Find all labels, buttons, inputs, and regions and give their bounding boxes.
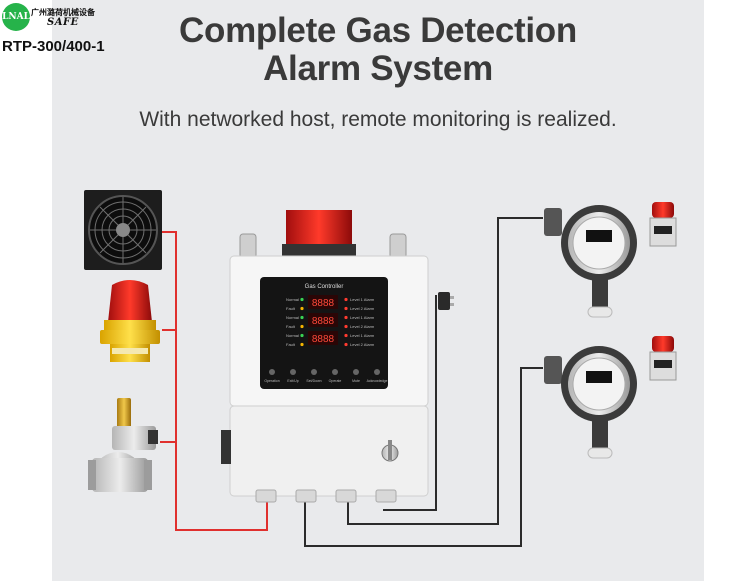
power-plug: [438, 292, 454, 310]
alarm-led: [344, 315, 348, 320]
alarm-led: [344, 324, 348, 329]
gas-detector-1: [544, 202, 677, 318]
status-led: [300, 315, 304, 320]
alarm-row-label: Level 2 Alarm: [350, 342, 375, 347]
status-row-label: Fault: [286, 342, 296, 347]
controller-button-label: Operation: [264, 379, 279, 383]
controller-button-label: Mute: [352, 379, 360, 383]
status-led: [300, 333, 304, 338]
subtitle: With networked host, remote monitoring i…: [139, 108, 617, 131]
controller-button[interactable]: [290, 369, 296, 375]
status-led: [300, 306, 304, 311]
solenoid-valve: [88, 398, 158, 492]
alarm-led: [344, 297, 348, 302]
alarm-row-label: Level 2 Alarm: [350, 306, 375, 311]
brand-logo: LNAL: [2, 3, 30, 31]
controller-button-label: Exit/Up: [287, 379, 298, 383]
status-led: [300, 297, 304, 302]
controller-label: Gas Controller: [305, 284, 344, 290]
controller-button[interactable]: [311, 369, 317, 375]
audible-visual-alarm: [100, 280, 160, 362]
status-row-label: Normal: [286, 297, 299, 302]
gas-detector-2: [544, 336, 677, 459]
digit-display: [308, 295, 338, 309]
alarm-row-label: Level 1 Alarm: [350, 297, 375, 302]
alarm-led: [344, 306, 348, 311]
controller-button-label: Operate: [329, 379, 342, 383]
controller-button[interactable]: [353, 369, 359, 375]
controller-buttons: Operation Exit/Up Set/Down Operate Mute Ackno…: [264, 369, 387, 383]
digit-readout: 8888: [312, 298, 335, 309]
status-led: [300, 342, 304, 347]
digit-display: [308, 331, 338, 345]
alarm-row-label: Level 1 Alarm: [350, 315, 375, 320]
controller-button-label: Set/Down: [306, 379, 321, 383]
brand-tagline: SAFE: [47, 17, 79, 28]
red-wires: [160, 231, 268, 531]
exhaust-fan: [84, 190, 162, 270]
controller-button[interactable]: [332, 369, 338, 375]
alarm-led: [344, 342, 348, 347]
title-line-1: Complete Gas Detection: [179, 11, 577, 50]
status-led: [300, 324, 304, 329]
title-line-2: Alarm System: [263, 49, 493, 88]
alarm-row-label: Level 2 Alarm: [350, 324, 375, 329]
dark-wires: [304, 217, 543, 547]
digit-display: [308, 313, 338, 327]
status-row-label: Normal: [286, 333, 299, 338]
logo-text: LNAL: [2, 12, 30, 22]
controller-button[interactable]: [269, 369, 275, 375]
controller-button-label: Acknowledge: [367, 379, 388, 383]
company-name: 广州潞荷机械设备: [31, 8, 95, 17]
status-row-label: Fault: [286, 306, 296, 311]
controller-button[interactable]: [374, 369, 380, 375]
status-row-label: Normal: [286, 315, 299, 320]
digit-readout: 8888: [312, 316, 335, 327]
alarm-led: [344, 333, 348, 338]
digit-readout: 8888: [312, 334, 335, 345]
alarm-row-label: Level 1 Alarm: [350, 333, 375, 338]
status-row-label: Fault: [286, 324, 296, 329]
model-number: RTP-300/400-1: [2, 38, 105, 55]
